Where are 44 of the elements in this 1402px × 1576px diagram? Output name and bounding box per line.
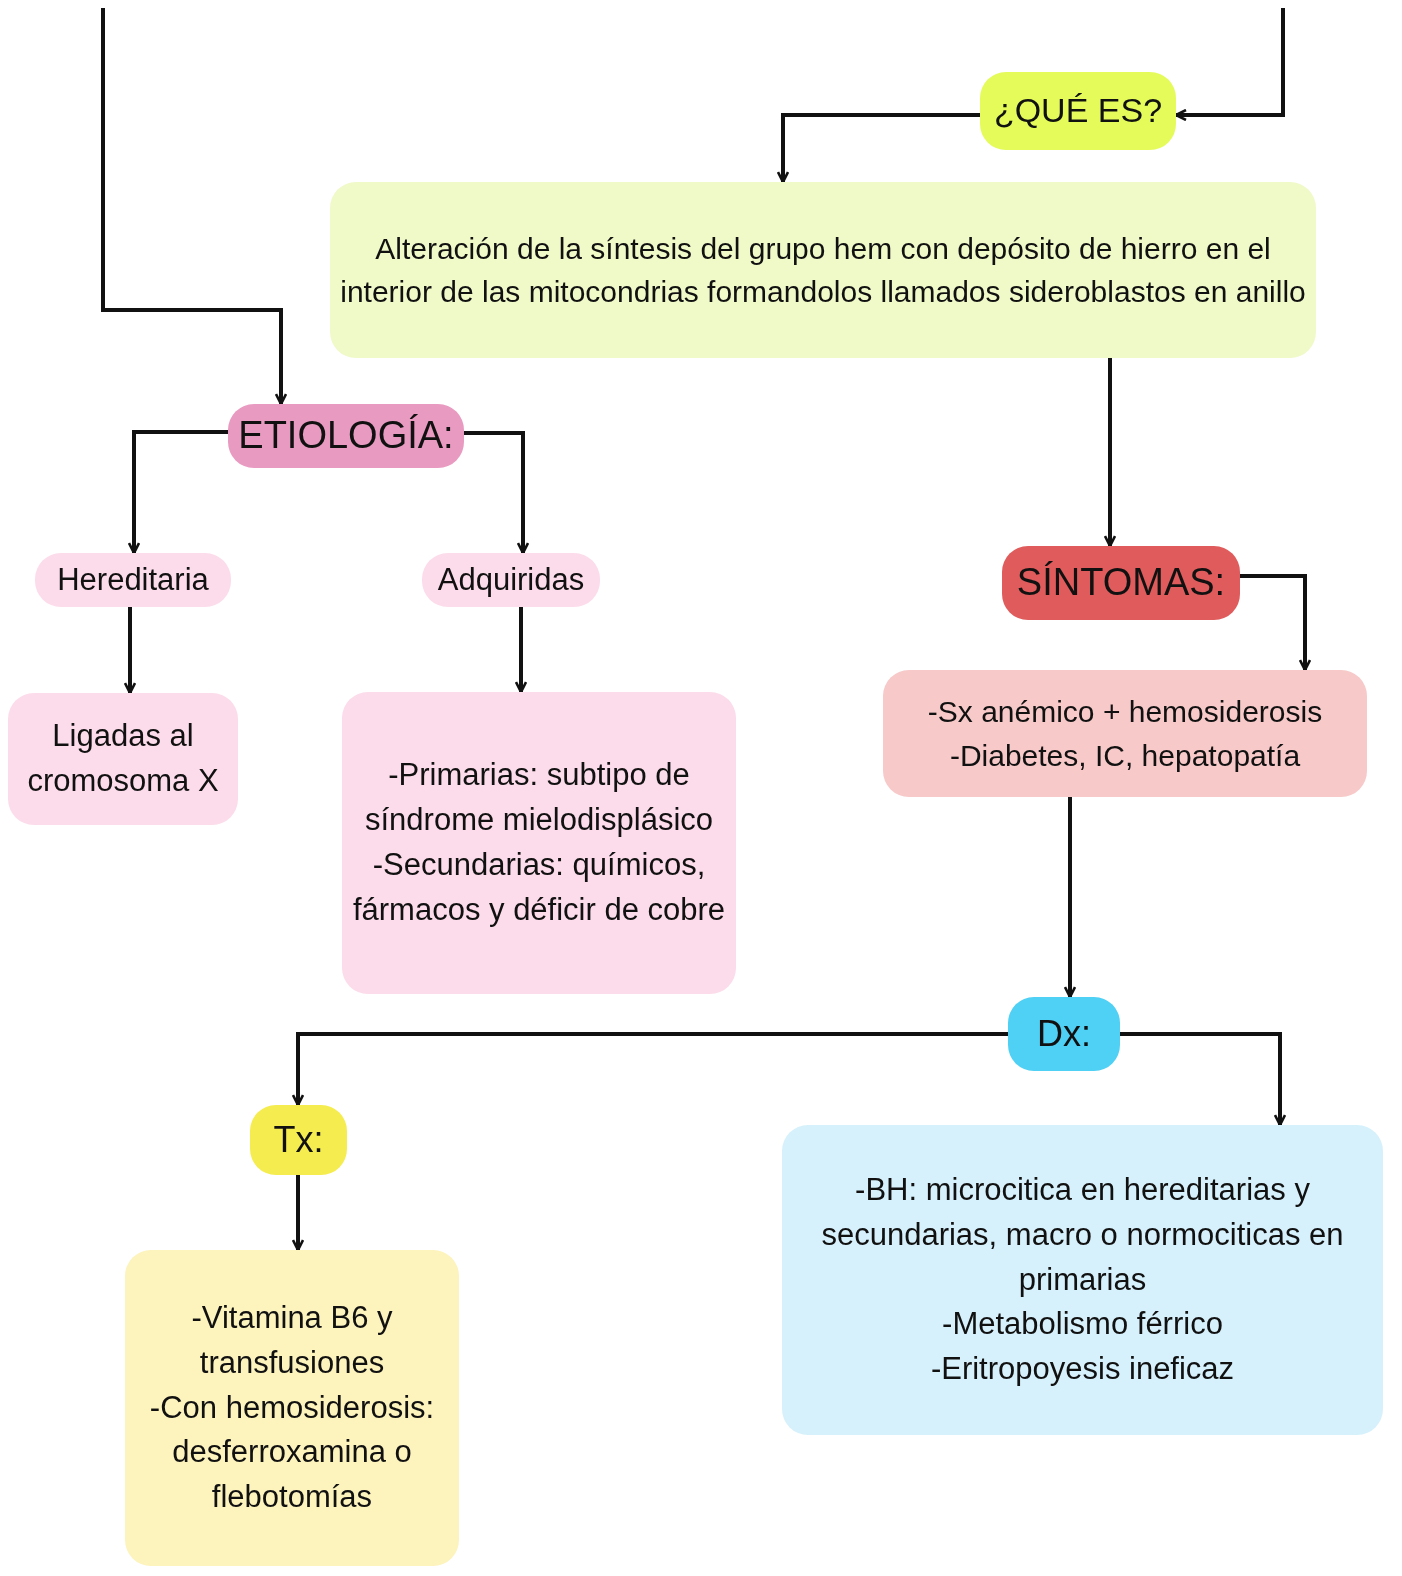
rounded-box [883,670,1367,797]
arrow [1063,797,1077,999]
arrow [291,1175,305,1252]
arrow [464,431,530,555]
rounded-box [1002,546,1240,620]
arrow [101,8,288,406]
rounded-box [228,404,464,468]
rounded-box [1008,997,1120,1071]
box-text: Adquiridas [437,560,585,599]
box-text: -Primarias: subtipo de síndrome mielodisplásico [363,756,714,840]
arrow [1103,358,1117,548]
arrow [1174,8,1285,122]
arrow [1240,574,1312,672]
arrow [291,1032,1008,1107]
box-text: -BH: microcitica en hereditarias y secundarias, macro o normociticas en primarias [820,1170,1345,1299]
arrow [1120,1032,1287,1127]
rounded-box [342,692,736,994]
rounded-box [250,1105,347,1175]
box-text: ETIOLOGÍA: [238,413,454,459]
box-text: -Vitamina B6 y transfusiones [190,1298,394,1382]
arrow [123,607,137,695]
arrow [127,430,228,555]
rounded-box [125,1250,459,1566]
rounded-box [8,693,238,825]
rounded-box [782,1125,1383,1435]
arrow [514,607,528,694]
rounded-box [35,553,231,607]
box-text: -Eritropoyesis ineficaz [930,1350,1235,1389]
box-text: Dx: [1037,1011,1091,1056]
rounded-box [980,72,1176,150]
box-text: SÍNTOMAS: [1016,560,1226,606]
box-text: -Secundarias: químicos, fármacos y déficir de cobre [352,846,726,929]
box-text: Alteración de la síntesis del grupo hem con depósito de hierro en el interior de las mitocondrias formandolos llamados sideroblastos en anillo [340,230,1306,310]
rounded-box [422,553,600,607]
box-text: -Diabetes, IC, hepatopatía [949,737,1301,774]
box-text: -Con hemosiderosis: desferroxamina o flebotomías [148,1388,436,1517]
rounded-box [330,182,1316,358]
box-text: Ligadas al cromosoma X [26,717,220,800]
box-text: Tx: [273,1117,324,1162]
box-text: -Metabolismo férrico [942,1305,1223,1344]
box-text: Hereditaria [57,560,209,599]
box-text: -Sx anémico + hemosiderosis [927,694,1323,730]
arrow [776,113,980,184]
box-text: ¿QUÉ ES? [993,90,1163,132]
